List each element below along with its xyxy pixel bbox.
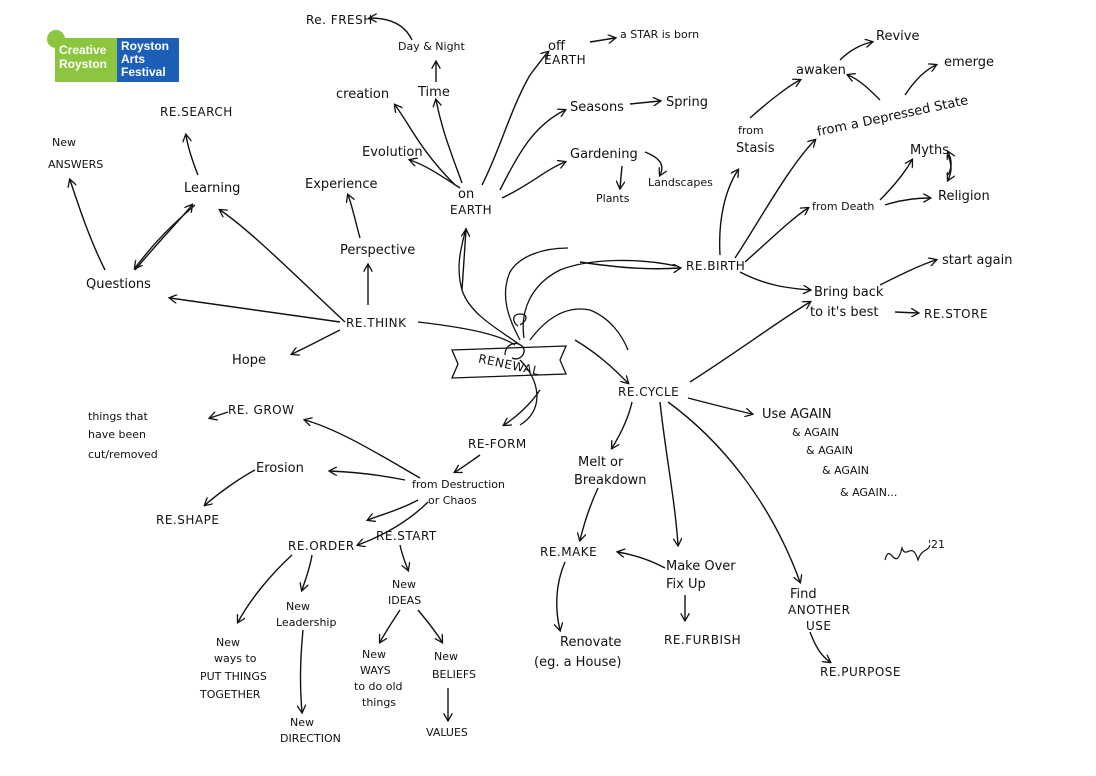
logo-right-line1: Royston: [121, 39, 169, 53]
node-melt-1: Melt or: [578, 455, 624, 470]
node-questions: Questions: [86, 277, 151, 292]
node-experience: Experience: [305, 177, 378, 192]
node-makeover-1: Make Over: [666, 559, 736, 574]
node-hope: Hope: [232, 353, 266, 368]
node-emerge: emerge: [944, 55, 994, 70]
node-research: RE.SEARCH: [160, 105, 233, 119]
node-creation: creation: [336, 87, 389, 102]
node-erosion: Erosion: [256, 461, 304, 476]
edges: [70, 18, 951, 720]
node-use-again-1: Use AGAIN: [762, 407, 832, 422]
node-labels: Re. FRESH Day & Night Time creation Evol…: [48, 13, 1012, 745]
node-rebirth: RE.BIRTH: [686, 259, 745, 273]
logo-right-line3: Festival: [121, 65, 166, 79]
node-seasons: Seasons: [570, 100, 624, 115]
node-destruction-2: or Chaos: [428, 494, 477, 507]
node-new-beliefs-1: New: [434, 650, 458, 663]
node-earth: EARTH: [450, 203, 492, 217]
node-learning: Learning: [184, 181, 240, 196]
node-new-ideas-1: New: [392, 578, 416, 591]
node-cut-1: things that: [88, 410, 149, 423]
node-off-earth: EARTH: [544, 53, 586, 67]
signature-year: '21: [928, 538, 945, 551]
center-label: RENEWAL: [477, 352, 541, 379]
node-new-ways-put-4: TOGETHER: [199, 688, 261, 701]
node-renovate-1: Renovate: [560, 635, 621, 650]
node-new-beliefs-2: BELIEFS: [432, 668, 476, 681]
node-new-direction-1: New: [290, 716, 314, 729]
node-repurpose: RE.PURPOSE: [820, 665, 901, 679]
festival-logo: Creative Royston Royston Arts Festival: [47, 30, 187, 84]
logo-left-line1: Creative: [59, 43, 107, 57]
node-regrow: RE. GROW: [228, 403, 295, 417]
logo-blue-block: Royston Arts Festival: [117, 38, 179, 82]
node-new-ways-do-3: to do old: [354, 680, 403, 693]
node-refresh: Re. FRESH: [306, 13, 373, 27]
node-cut-3: cut/removed: [88, 448, 158, 461]
node-use-again-2: & AGAIN: [792, 426, 839, 439]
node-new-leadership-2: Leadership: [276, 616, 336, 629]
node-renovate-2: (eg. a House): [534, 655, 622, 670]
node-new-answers-1: New: [52, 136, 76, 149]
node-landscapes: Landscapes: [648, 176, 713, 189]
node-new-answers-2: ANSWERS: [48, 158, 103, 171]
node-restore: RE.STORE: [924, 307, 988, 321]
node-depressed: from a Depressed State: [816, 93, 970, 140]
node-reform: RE-FORM: [468, 437, 527, 451]
node-star-born: a STAR is born: [620, 28, 699, 41]
node-new-ways-do-1: New: [362, 648, 386, 661]
node-makeover-2: Fix Up: [666, 577, 706, 592]
node-spring: Spring: [666, 95, 708, 110]
node-religion: Religion: [938, 189, 990, 204]
node-refurbish: RE.FURBISH: [664, 633, 741, 647]
node-use-again-3: & AGAIN: [806, 444, 853, 457]
node-new-direction-2: DIRECTION: [280, 732, 341, 745]
node-cut-2: have been: [88, 428, 146, 441]
logo-green-block: Creative Royston: [55, 38, 117, 82]
node-off: off: [548, 39, 566, 54]
node-rethink: RE.THINK: [346, 316, 407, 330]
node-perspective: Perspective: [340, 243, 415, 258]
node-use-again-4: & AGAIN: [822, 464, 869, 477]
node-from-stasis-1: from: [738, 124, 764, 137]
node-bring-back-2: to it's best: [810, 305, 879, 320]
node-use-again-5: & AGAIN...: [840, 486, 897, 499]
node-values: VALUES: [426, 726, 468, 739]
node-destruction-1: from Destruction: [412, 478, 505, 491]
node-restart: RE.START: [376, 529, 437, 543]
node-start-again: start again: [942, 253, 1012, 268]
node-time: Time: [417, 85, 450, 100]
node-new-ways-do-4: things: [362, 696, 396, 709]
node-evolution: Evolution: [362, 145, 423, 160]
logo-right-line2: Arts: [121, 52, 146, 66]
node-from-stasis-2: Stasis: [736, 141, 775, 156]
node-revive: Revive: [876, 29, 919, 44]
node-reorder: RE.ORDER: [288, 539, 355, 553]
node-new-ideas-2: IDEAS: [388, 594, 421, 607]
node-new-ways-put-1: New: [216, 636, 240, 649]
node-day-night: Day & Night: [398, 40, 466, 53]
node-bring-back-1: Bring back: [814, 285, 884, 300]
node-myths: Myths: [910, 143, 949, 158]
node-new-ways-put-2: ways to: [214, 652, 257, 665]
signature-scribble: [884, 544, 931, 562]
node-awaken: awaken: [796, 63, 846, 78]
node-new-ways-put-3: PUT THINGS: [200, 670, 267, 683]
node-new-leadership-1: New: [286, 600, 310, 613]
node-melt-2: Breakdown: [574, 473, 647, 488]
node-on: on: [458, 187, 474, 202]
node-remake: RE.MAKE: [540, 545, 597, 559]
node-find-use-3: USE: [806, 619, 831, 633]
node-plants: Plants: [596, 192, 630, 205]
logo-left-line2: Royston: [59, 57, 107, 71]
node-recycle: RE.CYCLE: [618, 385, 679, 399]
node-find-use-2: ANOTHER: [788, 603, 850, 617]
node-from-death: from Death: [812, 200, 874, 213]
node-find-use-1: Find: [790, 587, 817, 602]
node-new-ways-do-2: WAYS: [360, 664, 391, 677]
node-reshape: RE.SHAPE: [156, 513, 219, 527]
node-gardening: Gardening: [570, 147, 638, 162]
